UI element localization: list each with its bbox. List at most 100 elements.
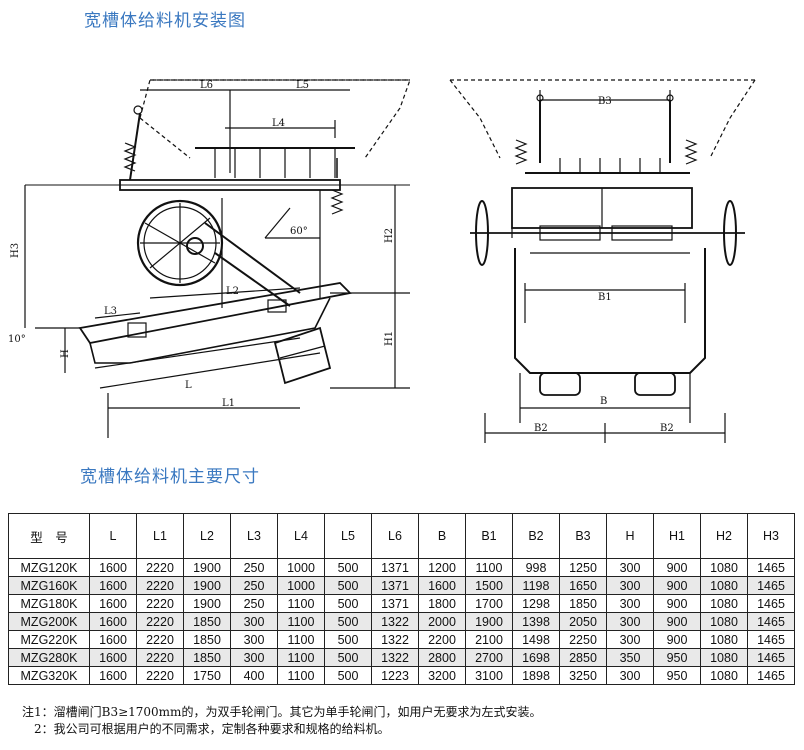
cell: 2220 [136, 576, 184, 595]
cell: 1080 [700, 666, 748, 685]
cell: 2700 [465, 648, 513, 667]
cell: 1900 [183, 576, 231, 595]
cell-model: MZG180K [8, 594, 90, 613]
cell: 500 [324, 666, 372, 685]
cell: 1080 [700, 630, 748, 649]
cell: 500 [324, 612, 372, 631]
cell: 1200 [418, 558, 466, 577]
cell: 400 [230, 666, 278, 685]
cell: 3100 [465, 666, 513, 685]
cell: 1850 [559, 594, 607, 613]
header-h: H [606, 513, 654, 559]
cell: 2220 [136, 594, 184, 613]
cell: 900 [653, 630, 701, 649]
cell: 1600 [89, 648, 137, 667]
cell: 250 [230, 594, 278, 613]
cell: 1465 [747, 612, 795, 631]
label-l2: L2 [226, 286, 239, 297]
header-h1: H1 [653, 513, 701, 559]
table-header-row: 型 号 L L1 L2 L3 L4 L5 L6 B B1 B2 B3 H H1 … [8, 513, 795, 559]
cell: 1498 [512, 630, 560, 649]
label-b: B [600, 396, 607, 407]
cell: 1100 [465, 558, 513, 577]
cell: 300 [230, 648, 278, 667]
label-l5: L5 [296, 80, 309, 91]
label-h1: H1 [384, 331, 395, 346]
cell: 1600 [89, 558, 137, 577]
cell: 1465 [747, 576, 795, 595]
cell: 1250 [559, 558, 607, 577]
cell: 500 [324, 558, 372, 577]
cell-model: MZG320K [8, 666, 90, 685]
cell: 300 [606, 666, 654, 685]
cell: 900 [653, 594, 701, 613]
cell: 2050 [559, 612, 607, 631]
cell: 300 [606, 612, 654, 631]
cell: 1100 [277, 630, 325, 649]
header-h3: H3 [747, 513, 795, 559]
cell: 1900 [183, 594, 231, 613]
label-h: H [60, 349, 71, 358]
cell: 1600 [89, 576, 137, 595]
cell: 1465 [747, 648, 795, 667]
label-b1: B1 [598, 292, 612, 303]
cell: 950 [653, 666, 701, 685]
note-1: 注1：溜槽闸门B3≥1700mm的，为双手轮闸门。其它为单手轮闸门，如用户无要求… [22, 705, 542, 719]
cell: 1100 [277, 612, 325, 631]
cell: 300 [606, 558, 654, 577]
cell: 1600 [89, 594, 137, 613]
cell: 1080 [700, 648, 748, 667]
cell: 1850 [183, 612, 231, 631]
cell: 1650 [559, 576, 607, 595]
cell: 500 [324, 594, 372, 613]
cell: 1850 [183, 630, 231, 649]
header-model: 型 号 [8, 513, 90, 559]
header-l5: L5 [324, 513, 372, 559]
cell: 1600 [89, 630, 137, 649]
cell: 3250 [559, 666, 607, 685]
header-b: B [418, 513, 466, 559]
notes: 注1：溜槽闸门B3≥1700mm的，为双手轮闸门。其它为单手轮闸门，如用户无要求… [22, 704, 541, 738]
cell: 2220 [136, 648, 184, 667]
cell: 1371 [371, 594, 419, 613]
label-angle-10: 10° [8, 334, 26, 345]
cell: 900 [653, 558, 701, 577]
cell: 1298 [512, 594, 560, 613]
cell: 1398 [512, 612, 560, 631]
label-b2-left: B2 [534, 423, 548, 434]
cell: 1100 [277, 648, 325, 667]
cell: 1465 [747, 558, 795, 577]
label-h2: H2 [384, 228, 395, 243]
cell: 1700 [465, 594, 513, 613]
label-l1: L1 [222, 398, 235, 409]
label-l: L [185, 380, 192, 391]
cell: 1465 [747, 630, 795, 649]
label-l6: L6 [200, 80, 213, 91]
header-b3: B3 [559, 513, 607, 559]
installation-drawing-title: 宽槽体给料机安装图 [84, 11, 246, 31]
label-l4: L4 [272, 118, 285, 129]
cell: 2220 [136, 630, 184, 649]
cell: 2000 [418, 612, 466, 631]
label-b2-right: B2 [660, 423, 674, 434]
cell: 1600 [89, 612, 137, 631]
cell: 1322 [371, 648, 419, 667]
label-h3: H3 [10, 243, 21, 258]
cell: 1322 [371, 612, 419, 631]
cell: 2800 [418, 648, 466, 667]
header-l3: L3 [230, 513, 278, 559]
cell: 2850 [559, 648, 607, 667]
header-l2: L2 [183, 513, 231, 559]
cell: 950 [653, 648, 701, 667]
header-l1: L1 [136, 513, 184, 559]
header-h2: H2 [700, 513, 748, 559]
cell: 1750 [183, 666, 231, 685]
cell: 300 [606, 630, 654, 649]
cell: 1371 [371, 576, 419, 595]
cell: 2220 [136, 558, 184, 577]
